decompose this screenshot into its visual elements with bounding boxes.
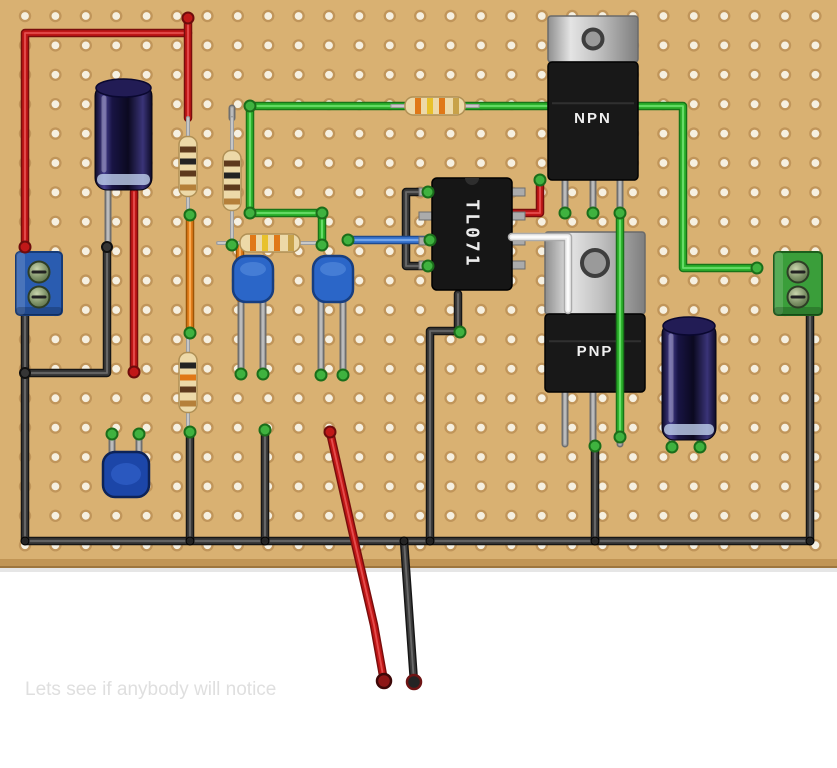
junction-dot-green — [558, 206, 572, 220]
junction-dot-green — [225, 238, 239, 252]
junction-dot-bus — [425, 536, 435, 546]
junction-dot-bus — [20, 536, 30, 546]
junction-dot-green — [665, 440, 679, 454]
junction-dot-green — [183, 326, 197, 340]
junction-dot-red — [18, 240, 32, 254]
terminal-screw — [27, 260, 51, 284]
resistor-2 — [222, 116, 242, 245]
junction-dot-pad_black — [405, 673, 423, 691]
junction-dot-green — [314, 368, 328, 382]
junction-dot-green — [243, 206, 257, 220]
junction-dot-black — [19, 367, 31, 379]
electrolytic-capacitor-right — [661, 316, 717, 441]
ic-tl071: TL071 — [418, 177, 526, 291]
junction-dot-green — [132, 427, 146, 441]
terminal-block-left — [15, 251, 63, 316]
wires-layer — [20, 13, 815, 546]
junction-dot-green — [453, 325, 467, 339]
junction-dot-red — [181, 11, 195, 25]
junction-dot-bus — [185, 536, 195, 546]
junction-dot-green — [586, 206, 600, 220]
junction-dots-layer — [18, 11, 815, 691]
electrolytic-capacitor-left — [94, 78, 153, 191]
components-layer: TL071 NPN PNP — [15, 15, 823, 499]
wire-black-ground-bus — [20, 311, 815, 546]
ic-label: TL071 — [462, 199, 483, 268]
junction-dot-green — [256, 367, 270, 381]
junction-dot-green — [315, 206, 329, 220]
top-wires-layer — [325, 208, 625, 687]
wire-black-offboard — [399, 536, 419, 687]
transistor-label: PNP — [577, 343, 614, 360]
junction-dot-green — [243, 99, 257, 113]
junction-dot-bus — [260, 536, 270, 546]
resistor-3 — [178, 331, 198, 434]
junction-dot-green — [183, 208, 197, 222]
junction-dot-pad_red — [375, 672, 393, 690]
ceramic-capacitor-2 — [311, 254, 355, 304]
transistor-npn: NPN — [547, 15, 639, 181]
wire-red-offboard — [325, 427, 389, 686]
junction-dot-green — [234, 367, 248, 381]
junction-dot-green — [105, 427, 119, 441]
junction-dot-bus — [399, 536, 409, 546]
terminal-screw — [786, 260, 810, 284]
ceramic-capacitor-1 — [231, 254, 275, 304]
wire-white-ic-pnp — [507, 232, 573, 315]
caption-text: Lets see if anybody will notice — [25, 679, 276, 700]
junction-dot-green — [421, 185, 435, 199]
junction-dot-green — [613, 206, 627, 220]
terminal-screw — [27, 285, 51, 309]
resistor-1 — [178, 116, 198, 217]
junction-dot-green — [423, 233, 437, 247]
junction-dot-green — [315, 238, 329, 252]
wire-black-left-branch — [20, 242, 112, 378]
junction-dot-red — [323, 425, 337, 439]
junction-dot-green — [613, 430, 627, 444]
wire-red-supply-left — [20, 28, 193, 252]
wire-black-ic-bracket — [401, 187, 433, 271]
transistor-label: NPN — [574, 110, 612, 127]
capacitor-blue — [101, 450, 151, 499]
junction-dot-green — [750, 261, 764, 275]
junction-dot-green — [693, 440, 707, 454]
junction-dot-bus — [590, 536, 600, 546]
junction-dot-green — [258, 423, 272, 437]
junction-dot-green — [336, 368, 350, 382]
junction-dot-green — [533, 173, 547, 187]
wire-black-ic-bus — [425, 289, 463, 546]
junction-dot-black — [101, 241, 113, 253]
junction-dot-green — [183, 425, 197, 439]
terminal-block-right — [773, 251, 823, 316]
junction-dot-green — [588, 439, 602, 453]
transistor-pnp: PNP — [544, 231, 646, 393]
junction-dot-red — [127, 365, 141, 379]
junction-dot-green — [341, 233, 355, 247]
junction-dot-green — [421, 259, 435, 273]
resistor-5 — [390, 96, 480, 116]
terminal-screw — [786, 285, 810, 309]
junction-dot-bus — [805, 536, 815, 546]
